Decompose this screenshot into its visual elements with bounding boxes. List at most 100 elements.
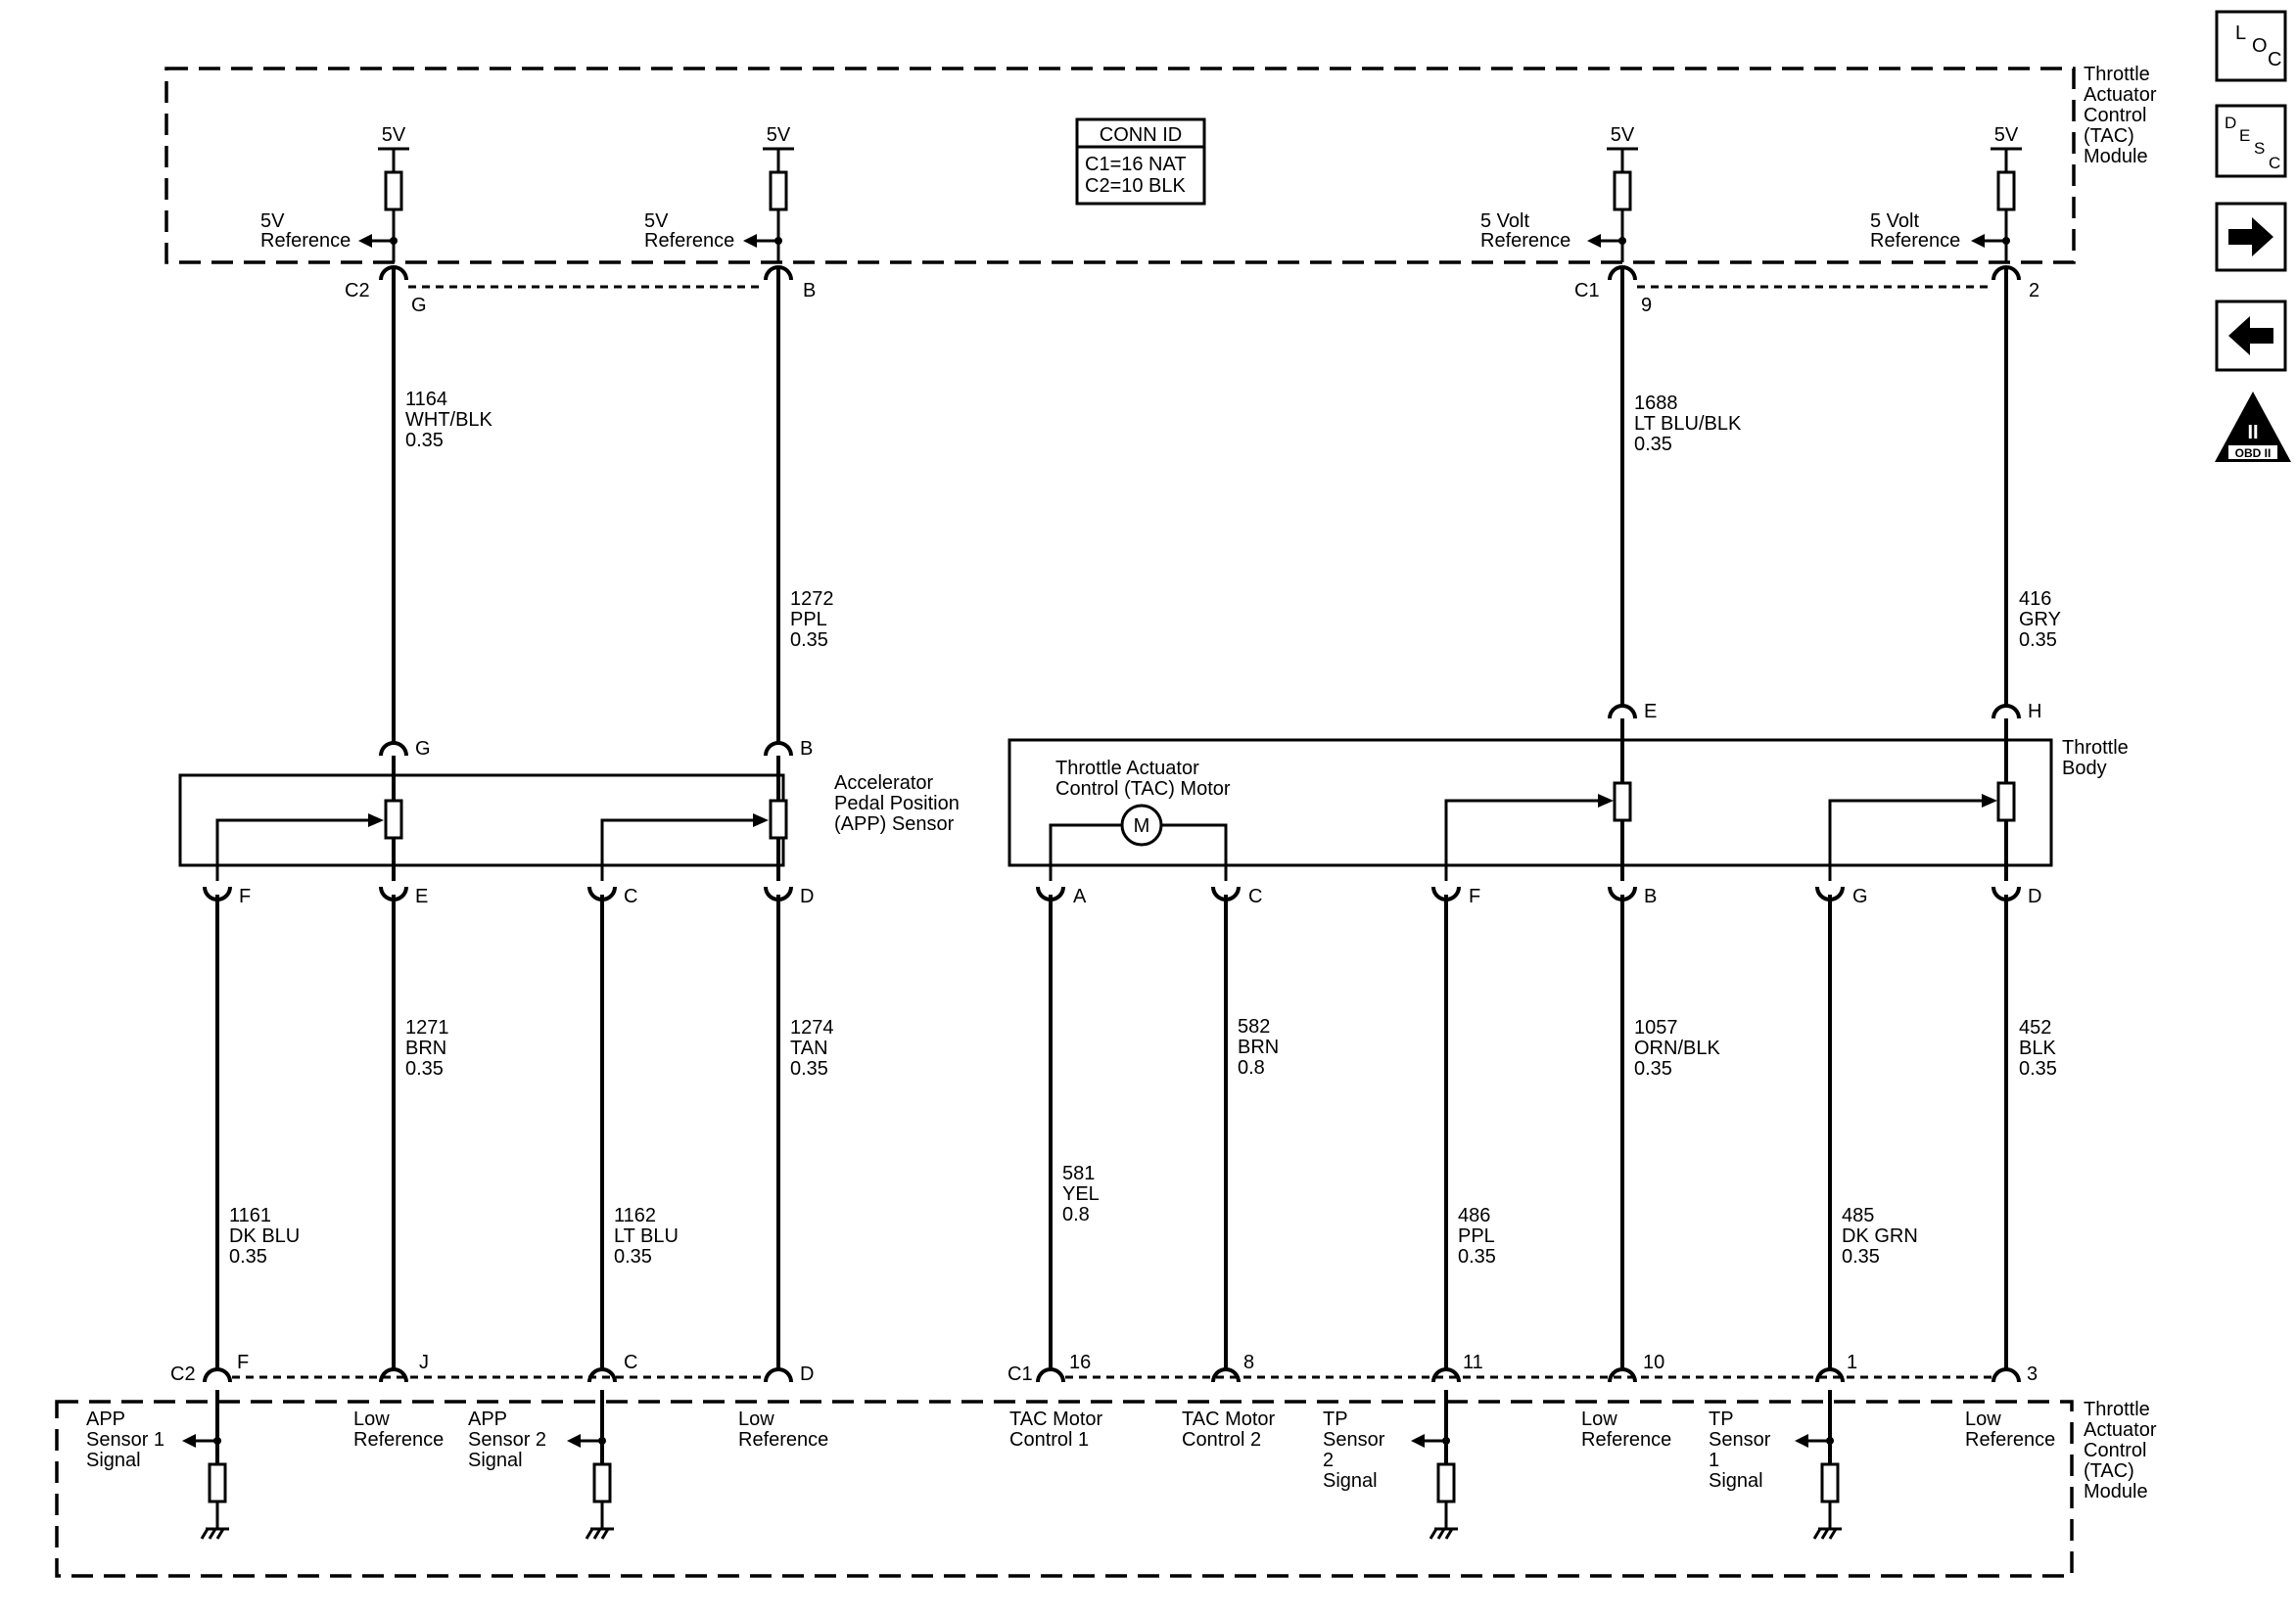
svg-text:C2: C2 (170, 1363, 196, 1385)
svg-text:3: 3 (2027, 1363, 2038, 1385)
svg-text:M: M (1134, 815, 1150, 837)
svg-text:C: C (2268, 49, 2281, 70)
svg-text:Sensor: Sensor (1323, 1429, 1385, 1451)
svg-text:Control 2: Control 2 (1182, 1429, 1261, 1451)
wire-label-1271: 1271 BRN 0.35 (405, 1017, 449, 1080)
tp-sensor-1-signal-circuit: TP Sensor 1 Signal (1709, 1390, 1842, 1540)
svg-text:CONN ID: CONN ID (1100, 124, 1182, 146)
svg-text:5V: 5V (644, 210, 669, 232)
svg-text:Module: Module (2084, 146, 2148, 167)
svg-text:Low: Low (738, 1409, 774, 1430)
svg-text:J: J (419, 1352, 429, 1373)
svg-text:Accelerator: Accelerator (834, 772, 933, 794)
svg-text:Sensor: Sensor (1709, 1429, 1771, 1451)
conn-id-box: CONN ID C1=16 NAT C2=10 BLK (1075, 117, 1206, 206)
svg-text:G: G (1852, 886, 1868, 907)
wire-label-1272: 1272 PPL 0.35 (790, 588, 834, 651)
svg-text:Low: Low (1581, 1409, 1617, 1430)
svg-text:5 Volt: 5 Volt (1870, 210, 1919, 232)
wire-label-416: 416 GRY 0.35 (2019, 588, 2061, 651)
svg-text:O: O (2252, 35, 2268, 57)
svg-text:2: 2 (1323, 1450, 1334, 1471)
svg-text:5V: 5V (1994, 124, 2019, 146)
svg-text:Signal: Signal (86, 1450, 141, 1471)
svg-text:5V: 5V (382, 124, 406, 146)
obd-ii-badge[interactable]: II OBD II (2215, 392, 2291, 462)
tac-motor-control-2: TAC Motor Control 2 (1182, 1409, 1276, 1451)
throttle-body: M Throttle Body Throttle Actuator Contro… (1007, 701, 2129, 907)
svg-text:B: B (1644, 886, 1657, 907)
svg-text:0.35: 0.35 (1842, 1246, 1880, 1268)
svg-text:Pedal Position: Pedal Position (834, 793, 960, 814)
svg-text:10: 10 (1643, 1352, 1664, 1373)
svg-text:Reference: Reference (644, 230, 734, 252)
svg-text:5 Volt: 5 Volt (1480, 210, 1529, 232)
svg-text:(TAC): (TAC) (2084, 125, 2134, 147)
svg-text:C2=10 BLK: C2=10 BLK (1085, 175, 1187, 197)
arrow-right-icon (2228, 217, 2273, 256)
svg-text:APP: APP (468, 1409, 507, 1430)
svg-text:D: D (2028, 886, 2041, 907)
svg-text:F: F (239, 886, 251, 907)
svg-text:C: C (624, 886, 637, 907)
wire-label-582: 582 BRN 0.8 (1238, 1016, 1279, 1079)
svg-text:1162: 1162 (614, 1205, 656, 1226)
svg-text:0.8: 0.8 (1238, 1057, 1265, 1079)
svg-text:Actuator: Actuator (2084, 84, 2157, 106)
low-reference-j: Low Reference (353, 1409, 444, 1451)
svg-text:581: 581 (1062, 1163, 1095, 1184)
svg-text:Control 1: Control 1 (1009, 1429, 1089, 1451)
svg-text:5V: 5V (260, 210, 285, 232)
svg-text:Throttle: Throttle (2084, 1399, 2150, 1420)
wire-label-1162: 1162 LT BLU 0.35 (614, 1205, 679, 1268)
svg-text:1057: 1057 (1634, 1017, 1678, 1039)
svg-text:G: G (415, 738, 431, 760)
svg-text:G: G (411, 295, 427, 316)
svg-text:0.35: 0.35 (405, 1058, 444, 1080)
low-reference-10: Low Reference (1581, 1409, 1671, 1451)
bottom-connector-row: C2 F J C D C1 16 8 11 10 1 3 (170, 1352, 2038, 1385)
app-sensor-1-signal-circuit: APP Sensor 1 Signal (86, 1390, 229, 1540)
svg-text:Low: Low (353, 1409, 390, 1430)
back-button[interactable] (2215, 300, 2287, 372)
wire-label-1161: 1161 DK BLU 0.35 (229, 1205, 300, 1268)
svg-text:TP: TP (1323, 1409, 1348, 1430)
svg-text:Reference: Reference (1581, 1429, 1671, 1451)
svg-text:E: E (415, 886, 428, 907)
svg-text:LT BLU/BLK: LT BLU/BLK (1634, 413, 1742, 435)
svg-text:BRN: BRN (1238, 1037, 1279, 1058)
svg-text:II: II (2247, 422, 2258, 443)
svg-text:Signal: Signal (1709, 1470, 1763, 1492)
svg-text:0.35: 0.35 (790, 1058, 828, 1080)
description-icon: D (2225, 114, 2236, 132)
svg-text:Reference: Reference (353, 1429, 444, 1451)
svg-text:BRN: BRN (405, 1038, 446, 1059)
svg-text:8: 8 (1243, 1352, 1254, 1373)
svg-text:Signal: Signal (468, 1450, 523, 1471)
svg-text:D: D (800, 886, 814, 907)
svg-text:452: 452 (2019, 1017, 2051, 1039)
svg-text:9: 9 (1641, 295, 1652, 316)
svg-text:Control (TAC) Motor: Control (TAC) Motor (1055, 778, 1231, 800)
svg-text:WHT/BLK: WHT/BLK (405, 409, 493, 431)
next-button[interactable] (2215, 202, 2287, 272)
svg-text:Sensor 2: Sensor 2 (468, 1429, 546, 1451)
svg-text:582: 582 (1238, 1016, 1270, 1038)
desc-button[interactable]: D E S C (2215, 104, 2287, 178)
motor-symbol (1120, 804, 1163, 847)
svg-text:0.35: 0.35 (790, 629, 828, 651)
svg-text:0.35: 0.35 (1634, 1058, 1672, 1080)
loc-button[interactable]: L O C (2215, 10, 2287, 82)
svg-text:2: 2 (2029, 280, 2039, 301)
svg-text:DK BLU: DK BLU (229, 1225, 300, 1247)
svg-text:APP: APP (86, 1409, 125, 1430)
svg-text:TAC Motor: TAC Motor (1009, 1409, 1103, 1430)
supply-5v-c1-9: 5V 5 Volt Reference (1480, 124, 1638, 262)
svg-text:1272: 1272 (790, 588, 834, 610)
wire-label-485: 485 DK GRN 0.35 (1842, 1205, 1918, 1268)
svg-text:GRY: GRY (2019, 609, 2061, 630)
svg-text:Module: Module (2084, 1481, 2148, 1502)
wire-label-1274: 1274 TAN 0.35 (790, 1017, 834, 1080)
svg-text:0.35: 0.35 (229, 1246, 267, 1268)
